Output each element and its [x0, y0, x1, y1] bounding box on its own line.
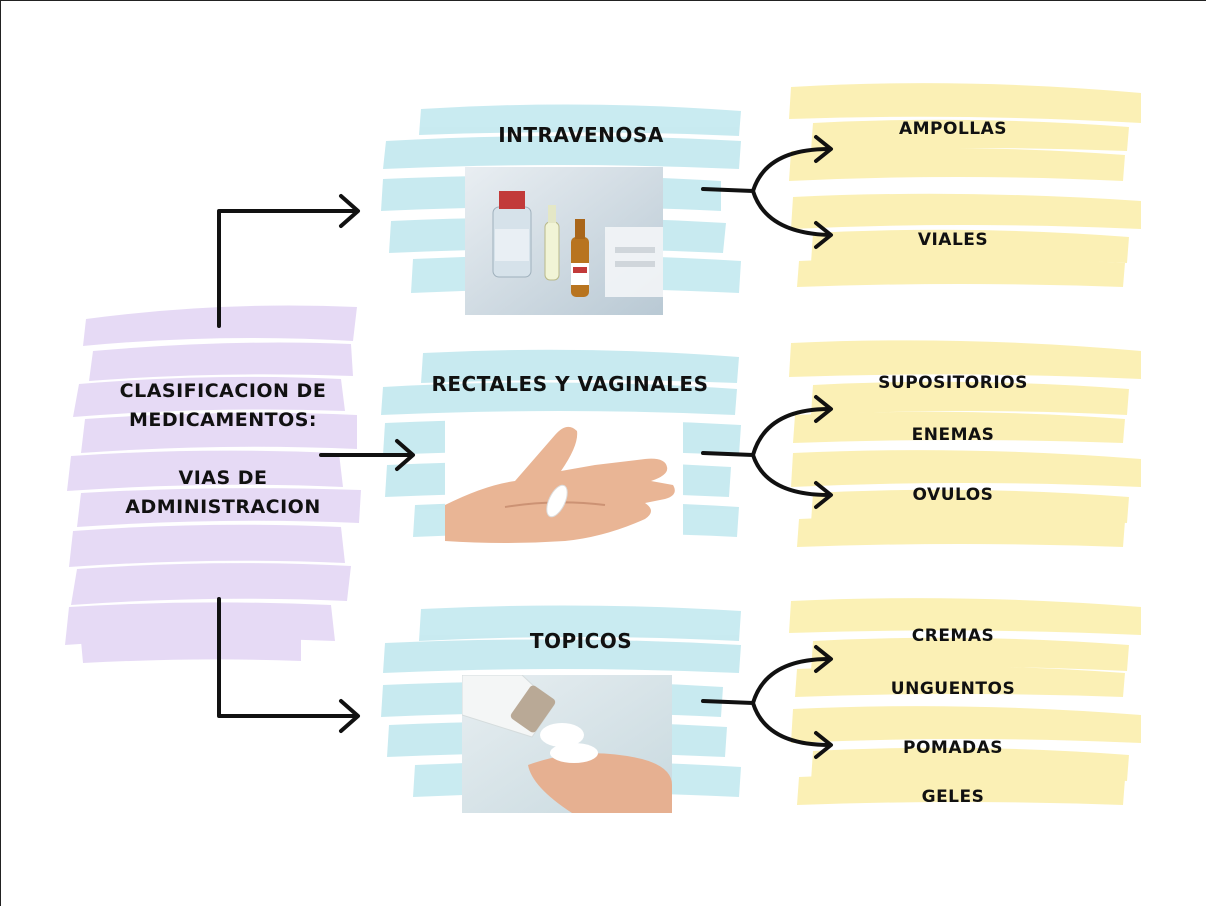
fork-rectales-head-top	[814, 395, 833, 423]
item-geles: GELES	[921, 787, 985, 807]
route-title-intravenosa: INTRAVENOSA	[498, 123, 664, 147]
fork-rectales	[701, 407, 831, 497]
central-connectors	[217, 194, 415, 733]
item-enemas: ENEMAS	[911, 425, 995, 445]
purple-brush	[65, 305, 361, 663]
central-topic: CLASIFICACION DE MEDICAMENTOS: VIAS DE A…	[73, 377, 373, 522]
fork-topicos	[701, 657, 831, 747]
fork-topicos-head-top	[814, 645, 833, 673]
fork-rectales-head-bottom	[814, 481, 833, 509]
item-cremas: CREMAS	[911, 626, 995, 646]
yellow-brush-group-2	[789, 340, 1141, 547]
yellow-brush-group-3	[789, 598, 1141, 805]
item-supositorios: SUPOSITORIOS	[878, 373, 1028, 393]
cream-tube-photo	[462, 675, 672, 813]
route-title-rectales-vaginales: RECTALES Y VAGINALES	[431, 372, 709, 396]
item-ovulos: OVULOS	[912, 485, 994, 505]
item-viales: VIALES	[917, 230, 989, 250]
arrowhead-topicos	[339, 699, 360, 733]
arrowhead-rectales	[395, 439, 415, 471]
central-line-4: ADMINISTRACION	[125, 496, 321, 518]
fork-intravenosa	[701, 147, 831, 237]
arrowhead-intravenosa	[339, 194, 360, 228]
central-line-3: VIAS DE	[178, 467, 268, 489]
fork-intravenosa-head-bottom	[814, 221, 833, 249]
item-ampollas: AMPOLLAS	[898, 119, 1008, 139]
route-title-topicos: TOPICOS	[529, 629, 633, 653]
connector-to-topicos	[217, 597, 358, 718]
fork-topicos-head-bottom	[814, 731, 833, 759]
connector-to-intravenosa	[217, 209, 358, 328]
yellow-brush-group-1	[789, 83, 1141, 287]
fork-arrows	[701, 135, 833, 759]
fork-intravenosa-head-top	[814, 135, 833, 163]
central-line-1: CLASIFICACION DE	[119, 380, 327, 402]
central-line-2: MEDICAMENTOS:	[128, 409, 318, 431]
hand-suppository-photo	[445, 415, 683, 549]
item-pomadas: POMADAS	[903, 738, 1003, 758]
item-unguentos: UNGUENTOS	[890, 679, 1016, 699]
ampoules-vials-photo	[465, 167, 663, 315]
